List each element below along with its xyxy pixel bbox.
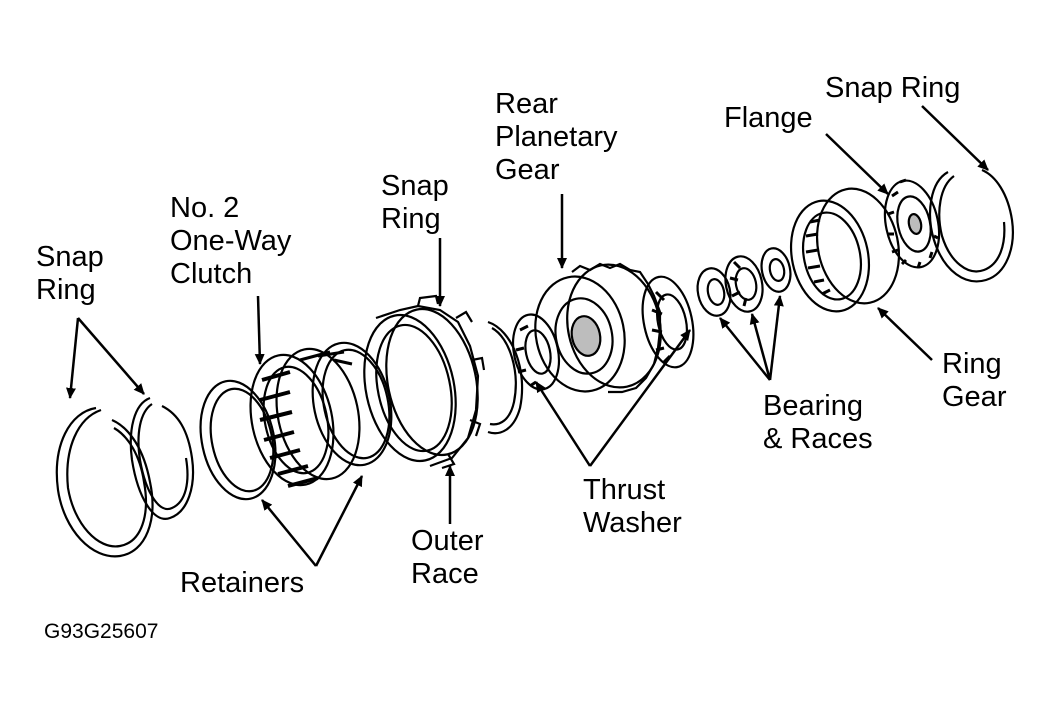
- label-one-way-clutch: No. 2 One-Way Clutch: [170, 192, 292, 290]
- label-ring-gear: Ring Gear: [942, 348, 1007, 413]
- rear-planetary-part: [534, 262, 662, 394]
- label-snap-ring-middle: Snap Ring: [381, 170, 449, 235]
- leader-lines: [66, 105, 989, 567]
- bearing-races-part: [696, 247, 792, 317]
- outer-race-part: [363, 294, 486, 470]
- flange-part: [883, 178, 941, 269]
- snap-ring-right-part: [928, 168, 1014, 283]
- figure-code: G93G25607: [44, 620, 159, 643]
- snap-ring-middle-part: [487, 320, 524, 435]
- label-snap-ring-right: Snap Ring: [825, 72, 961, 104]
- label-thrust-washer: Thrust Washer: [583, 474, 682, 539]
- label-flange: Flange: [724, 102, 813, 134]
- ring-gear-part: [789, 187, 901, 313]
- label-outer-race: Outer Race: [411, 525, 484, 590]
- label-retainers: Retainers: [180, 567, 305, 599]
- label-snap-ring-left: Snap Ring: [36, 241, 104, 306]
- snap-ring-left-part: [55, 396, 195, 558]
- retainer-left-part: [199, 379, 277, 501]
- thrust-washer-right-part: [641, 275, 695, 369]
- label-rear-planetary-gear: Rear Planetary Gear: [495, 88, 618, 186]
- label-bearing-races: Bearing & Races: [763, 390, 873, 455]
